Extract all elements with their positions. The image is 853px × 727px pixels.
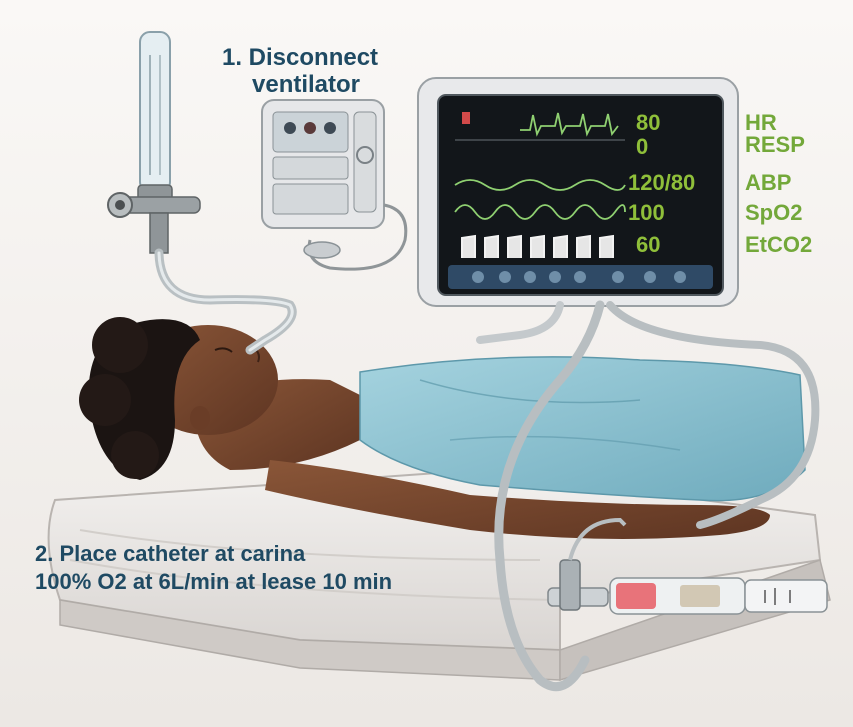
resp-label: RESP [745,134,805,156]
etco2-label: EtCO2 [745,234,812,256]
hr-label: HR [745,112,777,134]
hr-value: 80 [636,112,660,134]
step-2-line-2: 100% O2 at 6L/min at lease 10 min [35,568,392,596]
spo2-label: SpO2 [745,202,802,224]
resp-value: 0 [636,136,648,158]
abp-value: 120/80 [628,172,695,194]
step-2-label: 2. Place catheter at carina 100% O2 at 6… [35,540,392,596]
step-2-line-1: 2. Place catheter at carina [35,540,392,568]
abp-label: ABP [745,172,791,194]
etco2-value: 60 [636,234,660,256]
step-1-label: 1. Disconnect ventilator [222,44,378,98]
step-1-line-1: 1. Disconnect [222,44,378,71]
step-1-line-2: ventilator [222,71,378,98]
spo2-value: 100 [628,202,665,224]
